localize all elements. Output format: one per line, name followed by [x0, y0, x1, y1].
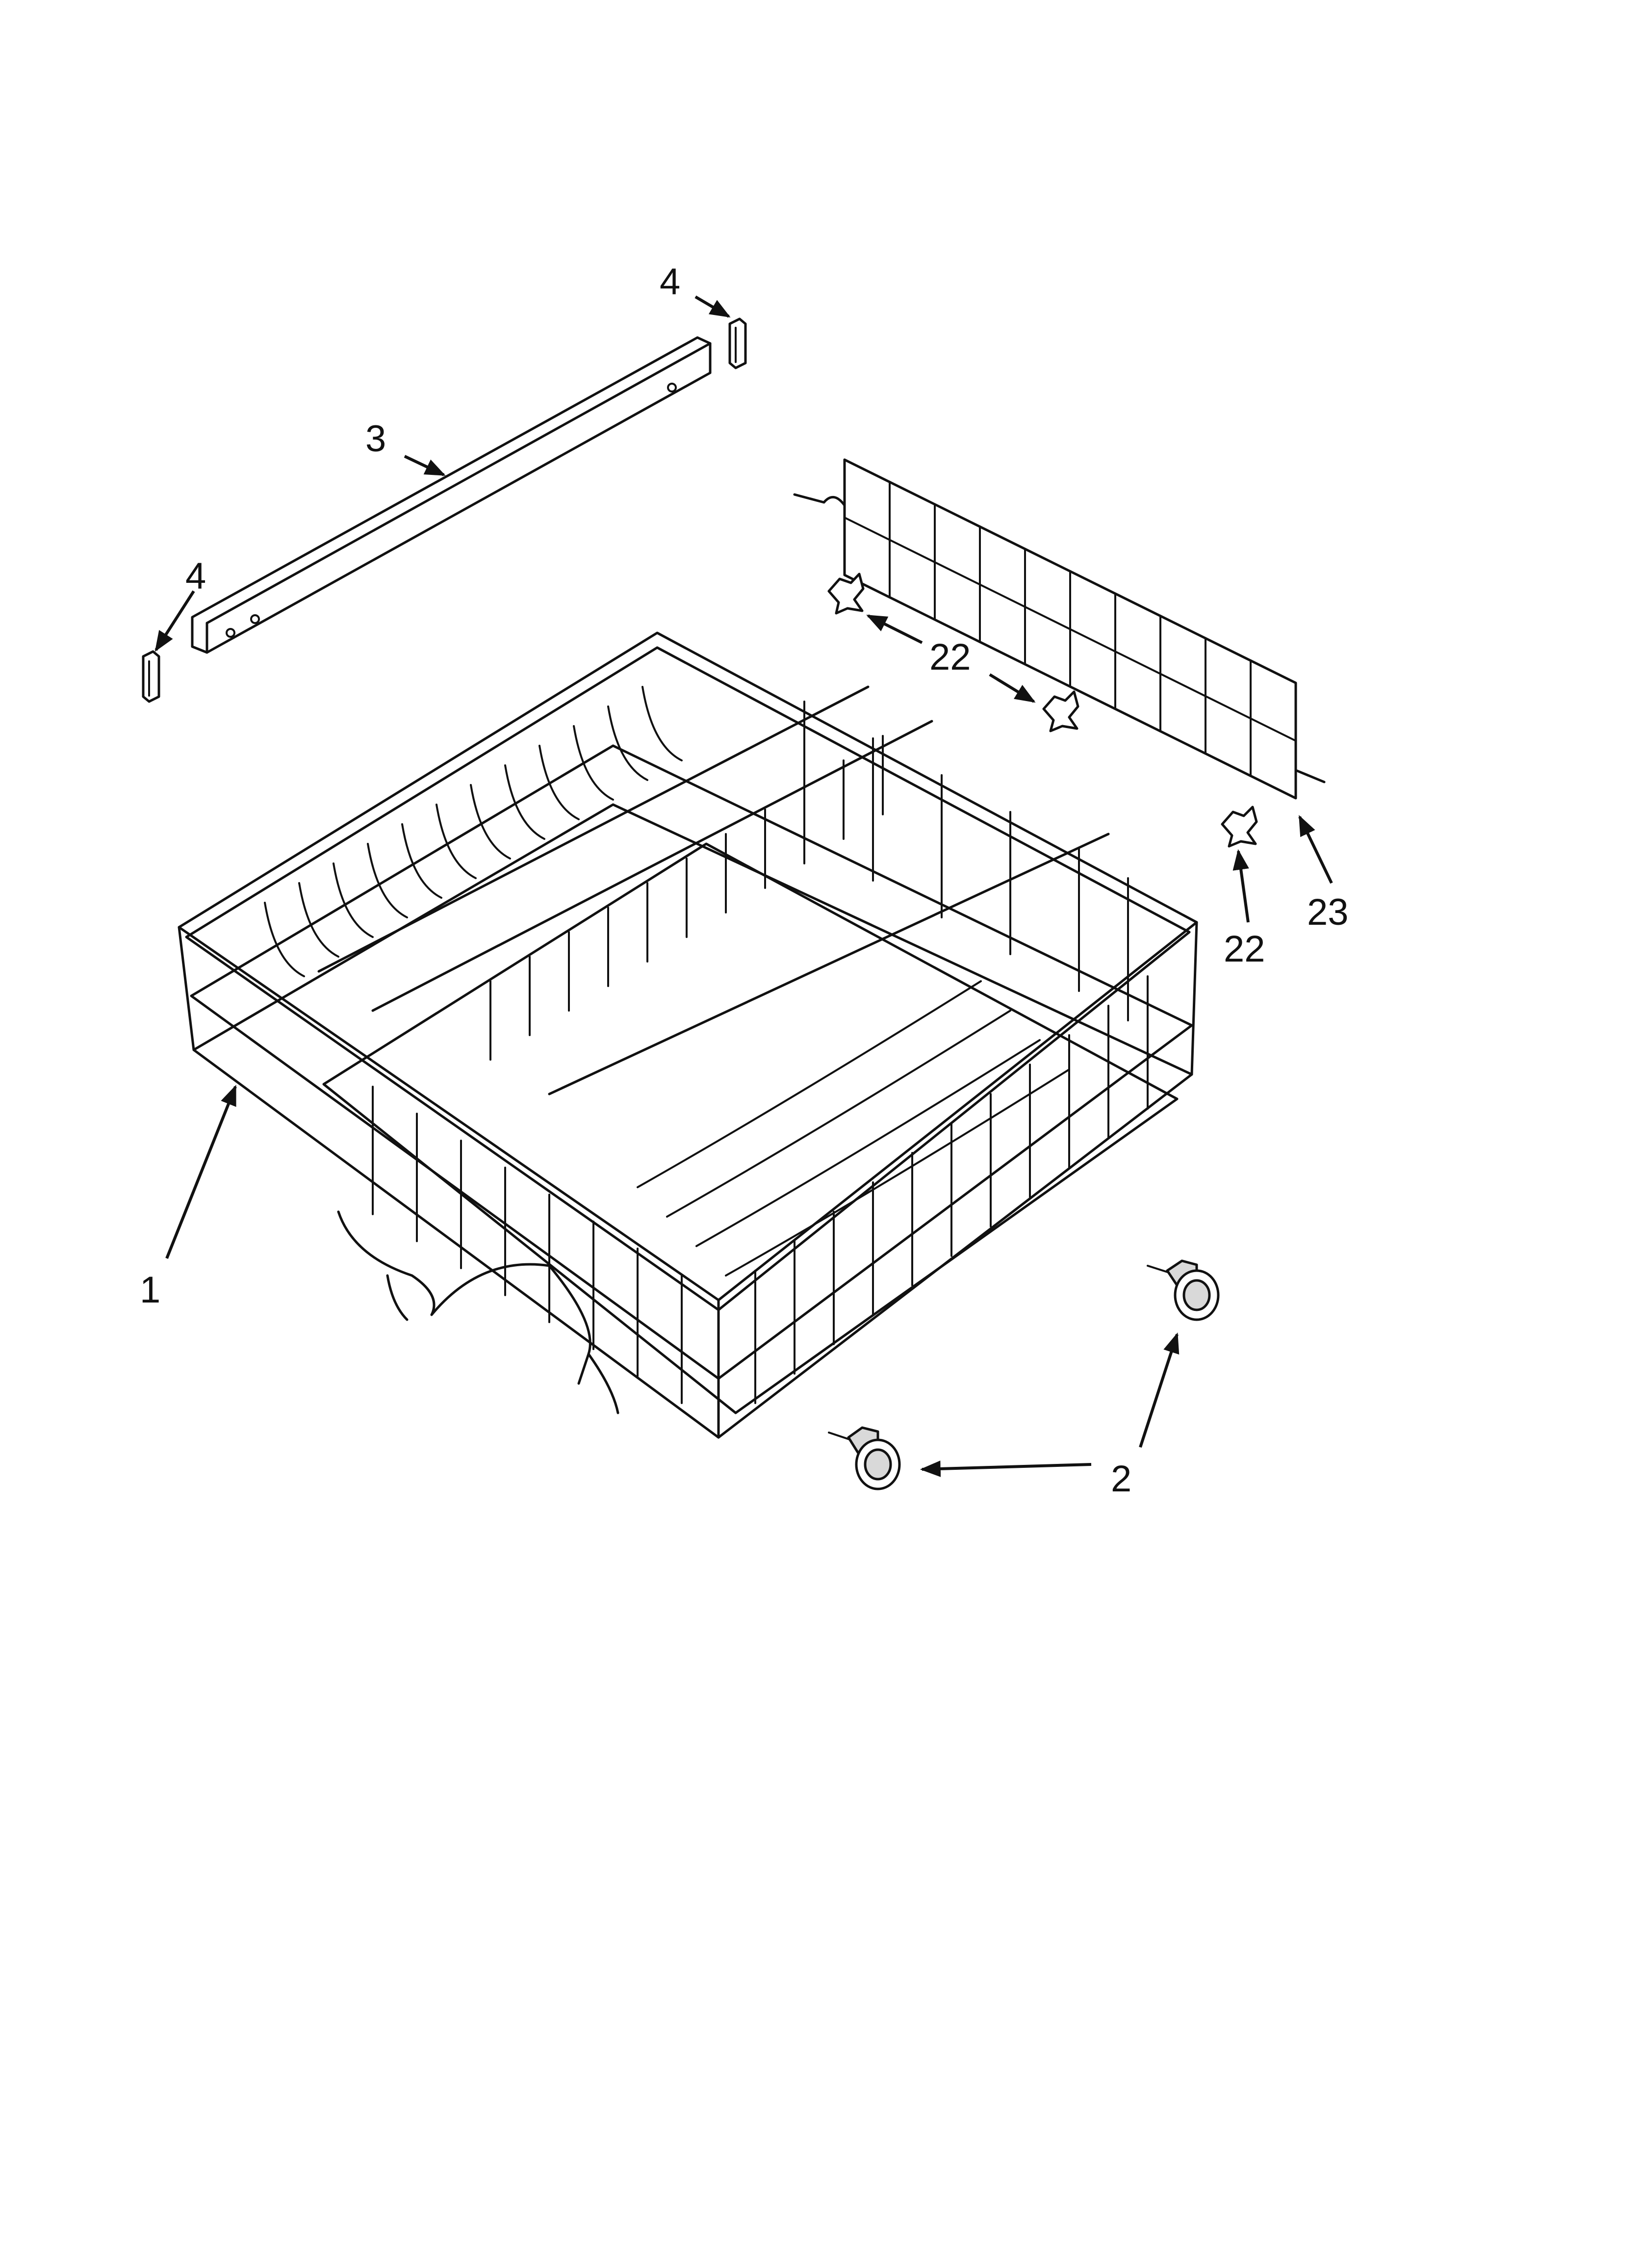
shelf-clip-2 [1042, 690, 1079, 732]
shelf-clip-1 [827, 573, 865, 615]
shelf-clip-3 [1221, 806, 1258, 848]
callout-part-1: 1 [140, 1269, 160, 1311]
rack-rail [191, 336, 712, 654]
rack-wheel-2 [828, 1426, 901, 1490]
callout-part-22-bottom: 22 [1224, 928, 1265, 970]
rail-end-cap-left [142, 650, 160, 703]
callout-part-3: 3 [365, 418, 386, 460]
upper-dishrack [178, 631, 1198, 1439]
rail-end-cap-top [728, 317, 747, 369]
callout-part-23: 23 [1307, 891, 1349, 933]
callout-part-2: 2 [1111, 1458, 1131, 1500]
callout-part-22-top: 22 [929, 636, 971, 678]
callout-part-4-top: 4 [660, 261, 680, 303]
rack-wheel-1 [1147, 1259, 1220, 1321]
arrow-icon [154, 295, 1333, 1477]
fold-down-shelf [793, 458, 1326, 800]
callout-part-4-left: 4 [185, 555, 206, 597]
